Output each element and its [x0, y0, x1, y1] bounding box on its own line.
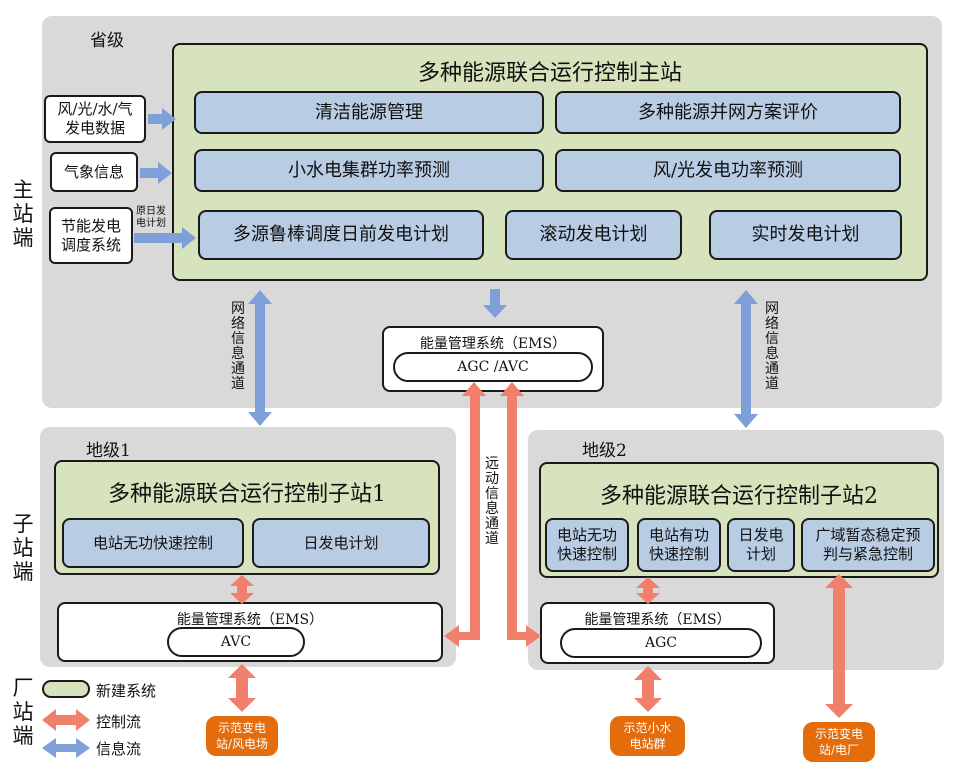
master-title: 多种能源联合运行控制主站 [417, 61, 682, 86]
district1-ems-label: 能量管理系统（EMS） [176, 612, 324, 628]
district2-ems-agc: AGC [560, 628, 762, 658]
input-dispatch-system: 节能发电调度系统 [49, 207, 133, 264]
control-arrow-remote-left [444, 382, 486, 647]
legend-control-arrow [42, 709, 90, 731]
plant-substation-wind: 示范变电站/风电场 [206, 716, 278, 756]
plant-hydro-group: 示范小水电站群 [610, 716, 685, 756]
district2-label: 地级2 [582, 441, 627, 461]
control-arrow-ems1-plant [228, 664, 256, 712]
func-hydro-forecast: 小水电集群功率预测 [194, 149, 544, 192]
control-arrow-ems2-plant [634, 666, 662, 712]
channel-remote: 远动信息通道 [485, 456, 499, 547]
district2-ems-label: 能量管理系统（EMS） [584, 612, 731, 628]
info-arrow-dispatch [134, 227, 196, 249]
s1-func-daily-plan: 日发电计划 [252, 518, 430, 568]
s2-func-transient-control: 广域暂态稳定预判与紧急控制 [801, 518, 935, 572]
s1-func-reactive-control: 电站无功快速控制 [62, 518, 244, 568]
info-arrow-weather [140, 162, 172, 184]
side-label-plant: 厂站端 [12, 676, 34, 748]
info-arrow-master-to-ems [483, 289, 507, 318]
control-arrow-s2-plant3 [825, 574, 853, 718]
func-realtime-plan: 实时发电计划 [709, 210, 902, 260]
province-label: 省级 [90, 31, 124, 51]
s2-func-daily-plan: 日发电计划 [727, 518, 795, 572]
plant-substation-power: 示范变电站/电厂 [803, 722, 875, 762]
control-arrow-remote-right [500, 382, 541, 647]
func-grid-plan-eval: 多种能源并网方案评价 [555, 91, 901, 134]
func-rolling-plan: 滚动发电计划 [505, 210, 682, 260]
control-arrow-s2-ems [636, 577, 660, 604]
province-ems-label: 能量管理系统（EMS） [419, 336, 567, 352]
func-wind-solar-forecast: 风/光发电功率预测 [555, 149, 901, 192]
info-arrow-network-left [248, 290, 272, 426]
func-dayahead-plan: 多源鲁棒调度日前发电计划 [198, 210, 484, 260]
substation1-title: 多种能源联合运行控制子站1 [108, 482, 386, 507]
input-power-data: 风/光/水/气发电数据 [44, 95, 146, 143]
district1-label: 地级1 [86, 441, 131, 461]
func-clean-energy: 清洁能源管理 [194, 91, 544, 134]
channel-network-left: 网络信息通道 [231, 301, 245, 392]
info-arrow-network-right [734, 290, 758, 428]
side-label-main: 主站端 [12, 178, 34, 250]
legend-control-flow-label: 控制流 [96, 713, 142, 731]
legend-new-system-label: 新建系统 [96, 682, 157, 700]
info-arrow-power-data [148, 108, 176, 130]
s2-func-active-control: 电站有功快速控制 [637, 518, 721, 572]
side-label-sub: 子站端 [12, 512, 34, 584]
s2-func-reactive-control: 电站无功快速控制 [545, 518, 629, 572]
province-ems-agc-avc: AGC /AVC [393, 352, 593, 382]
legend-new-system-swatch [42, 680, 90, 698]
legend-info-flow-label: 信息流 [96, 740, 142, 758]
substation2-title: 多种能源联合运行控制子站2 [600, 484, 878, 509]
input-weather: 气象信息 [50, 152, 138, 192]
input-note: 原日发电计划 [136, 206, 166, 229]
channel-network-right: 网络信息通道 [765, 301, 779, 392]
control-arrow-s1-ems [230, 575, 254, 604]
legend-info-arrow [42, 738, 90, 758]
district1-ems-avc: AVC [167, 627, 305, 657]
